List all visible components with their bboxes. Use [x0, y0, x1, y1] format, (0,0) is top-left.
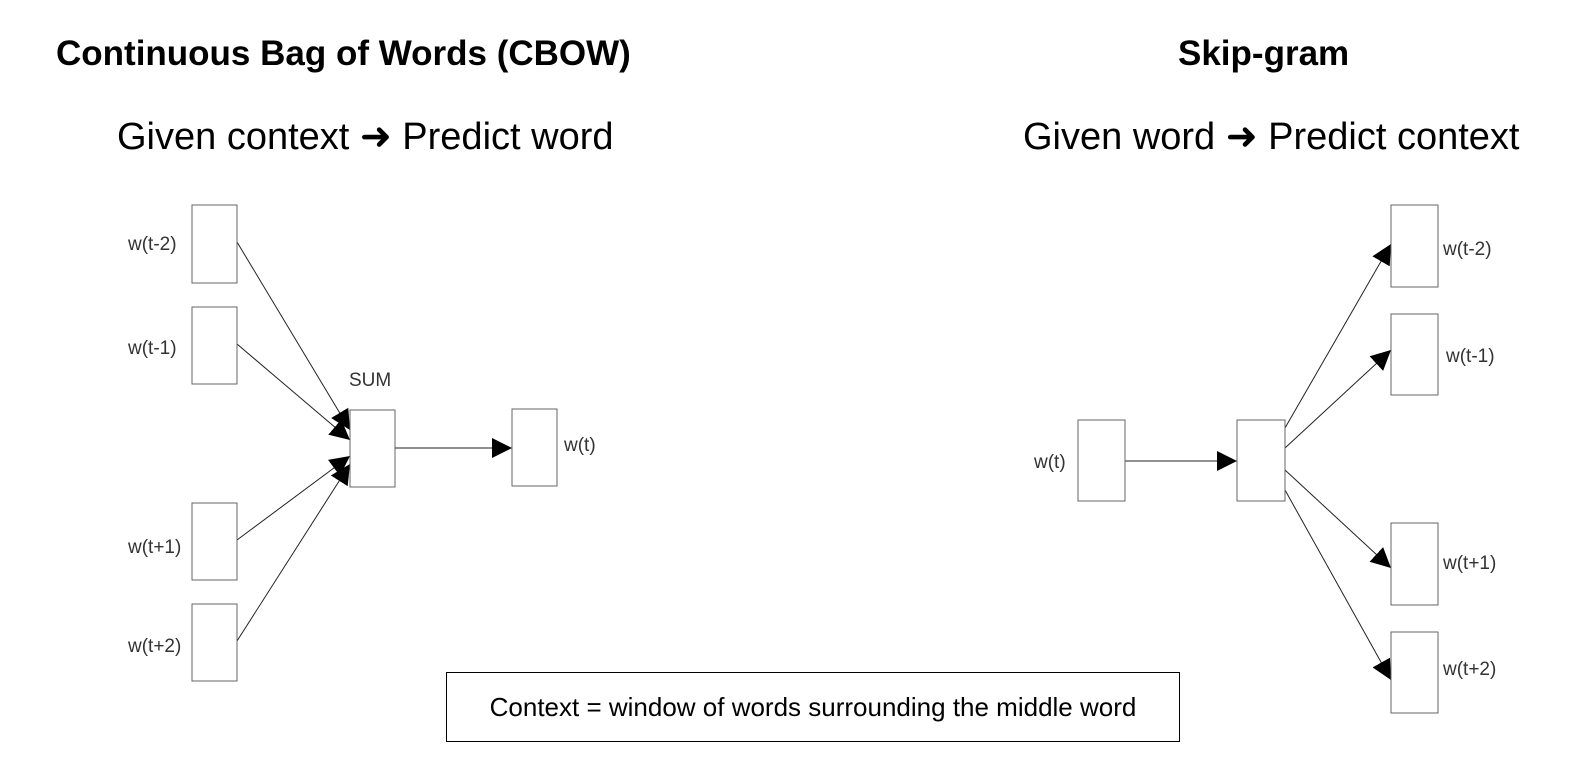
cbow-input-label-t-2: w(t-2)	[127, 234, 177, 255]
skipgram-projection-box	[1236, 419, 1286, 502]
skipgram-output-label-t-1: w(t-1)	[1445, 346, 1495, 367]
skipgram-edge-t-2	[1284, 243, 1392, 429]
cbow-edge-t-2	[236, 241, 351, 431]
cbow-edge-t+2	[236, 463, 351, 642]
cbow-input-box-t+2	[191, 603, 238, 682]
skipgram-output-box-t-2	[1390, 204, 1439, 288]
skipgram-output-box-t+2	[1390, 631, 1439, 714]
skipgram-input-label: w(t)	[1033, 452, 1066, 473]
cbow-input-label-t+1: w(t+1)	[127, 537, 181, 558]
skipgram-output-label-t-2: w(t-2)	[1442, 239, 1492, 260]
skipgram-output-label-t+2: w(t+2)	[1442, 659, 1496, 680]
skipgram-edge-t-1	[1284, 349, 1392, 449]
cbow-input-box-t-2	[191, 204, 238, 284]
cbow-input-box-t-1	[191, 306, 238, 385]
skipgram-title: Skip-gram	[1178, 34, 1350, 73]
skipgram-output-box-t-1	[1390, 313, 1439, 396]
cbow-subtitle: Given context ➜ Predict word	[117, 116, 614, 158]
cbow-title: Continuous Bag of Words (CBOW)	[56, 34, 631, 73]
context-note: Context = window of words surrounding th…	[446, 672, 1180, 742]
skipgram-input-box	[1077, 419, 1126, 502]
cbow-sum-label: SUM	[349, 370, 391, 391]
skipgram-output-label-t+1: w(t+1)	[1442, 553, 1496, 574]
cbow-input-label-t+2: w(t+2)	[127, 636, 181, 657]
skipgram-edge-t+2	[1284, 489, 1392, 681]
cbow-input-label-t-1: w(t-1)	[127, 338, 177, 359]
skipgram-edge-t+1	[1284, 469, 1392, 569]
cbow-output-label: w(t)	[563, 435, 596, 456]
cbow-edge-t-1	[236, 343, 351, 441]
skipgram-subtitle: Given word ➜ Predict context	[1023, 116, 1520, 158]
cbow-output-box	[511, 408, 558, 487]
cbow-edge-t+1	[236, 455, 351, 541]
cbow-sum-box	[349, 409, 396, 488]
cbow-input-box-t+1	[191, 502, 238, 581]
skipgram-output-box-t+1	[1390, 522, 1439, 606]
